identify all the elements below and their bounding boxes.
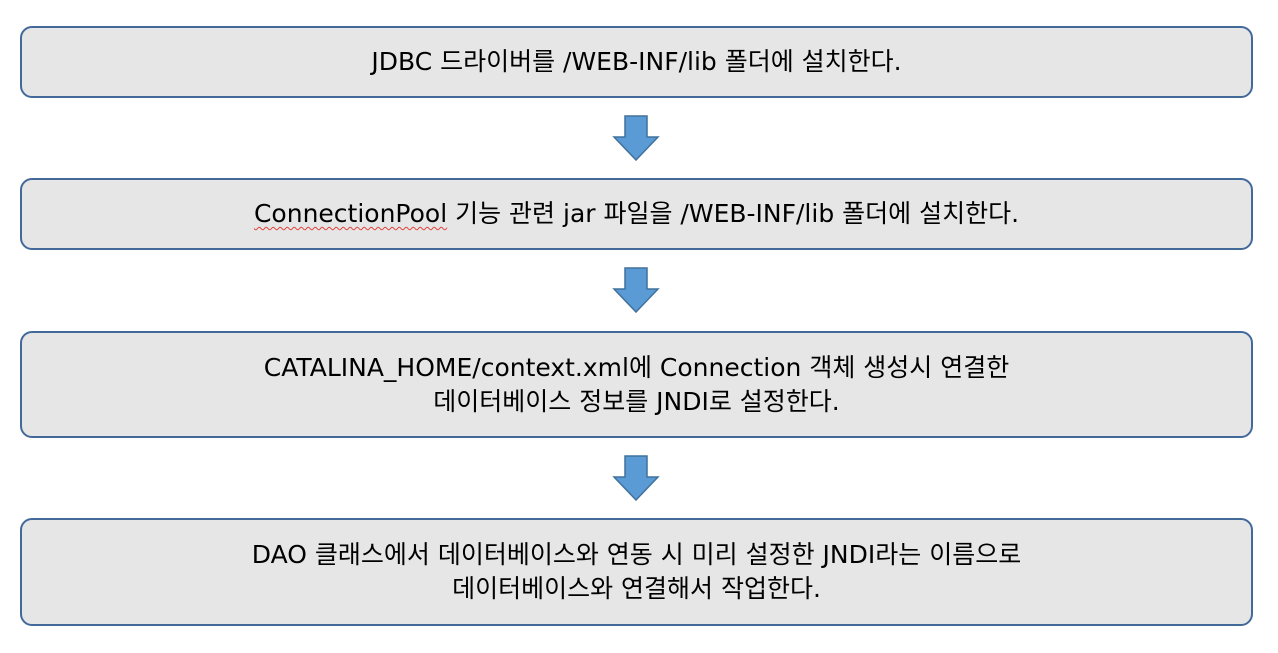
step-2-text-rest: 기능 관련 jar 파일을 /WEB-INF/lib 폴더에 설치한다. (447, 199, 1020, 228)
down-arrow-icon (612, 267, 660, 313)
step-4-line-1: DAO 클래스에서 데이터베이스와 연동 시 미리 설정한 JNDI라는 이름으… (251, 540, 1022, 569)
step-4-line-2: 데이터베이스와 연결해서 작업한다. (452, 574, 821, 603)
step-box-3: CATALINA_HOME/context.xml에 Connection 객체… (20, 331, 1253, 438)
step-3-line-2: 데이터베이스 정보를 JNDI로 설정한다. (433, 386, 840, 416)
down-arrow-icon (612, 455, 660, 501)
spellcheck-word: ConnectionPool (253, 199, 448, 228)
step-2-text: ConnectionPool 기능 관련 jar 파일을 /WEB-INF/li… (254, 197, 1019, 231)
down-arrow-icon (612, 115, 660, 161)
step-1-text: JDBC 드라이버를 /WEB-INF/lib 폴더에 설치한다. (371, 47, 902, 76)
step-box-2: ConnectionPool 기능 관련 jar 파일을 /WEB-INF/li… (20, 178, 1253, 250)
step-3-line-1: CATALINA_HOME/context.xml에 Connection 객체… (263, 352, 1010, 382)
step-box-4: DAO 클래스에서 데이터베이스와 연동 시 미리 설정한 JNDI라는 이름으… (20, 518, 1253, 626)
step-box-1: JDBC 드라이버를 /WEB-INF/lib 폴더에 설치한다. (20, 26, 1253, 98)
